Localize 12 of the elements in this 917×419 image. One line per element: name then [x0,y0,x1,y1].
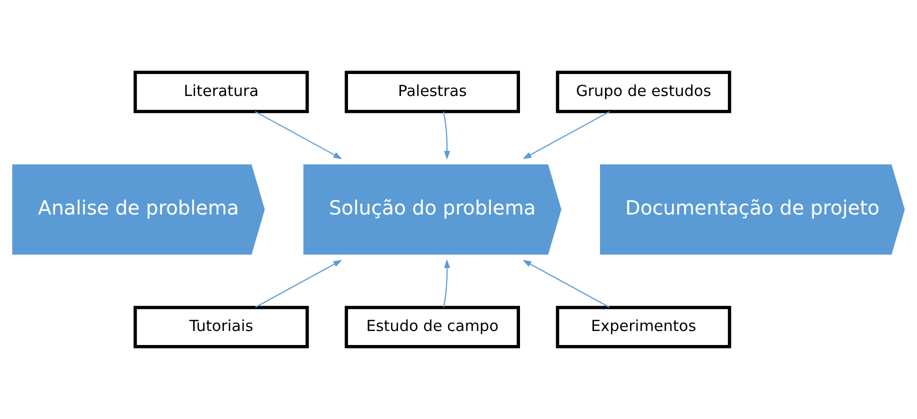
node-box: Grupo de estudos [556,70,732,114]
node-box: Tutoriais [134,306,309,348]
arrow [255,260,342,308]
node-box: Experimentos [556,306,732,348]
arrow [442,111,450,160]
node-box: Estudo de campo [344,306,520,348]
arrow [254,111,342,160]
arrow [522,260,610,308]
node-box: Literatura [134,70,309,114]
node-box: Palestras [344,70,520,114]
arrow [522,111,610,160]
arrow [443,259,450,308]
